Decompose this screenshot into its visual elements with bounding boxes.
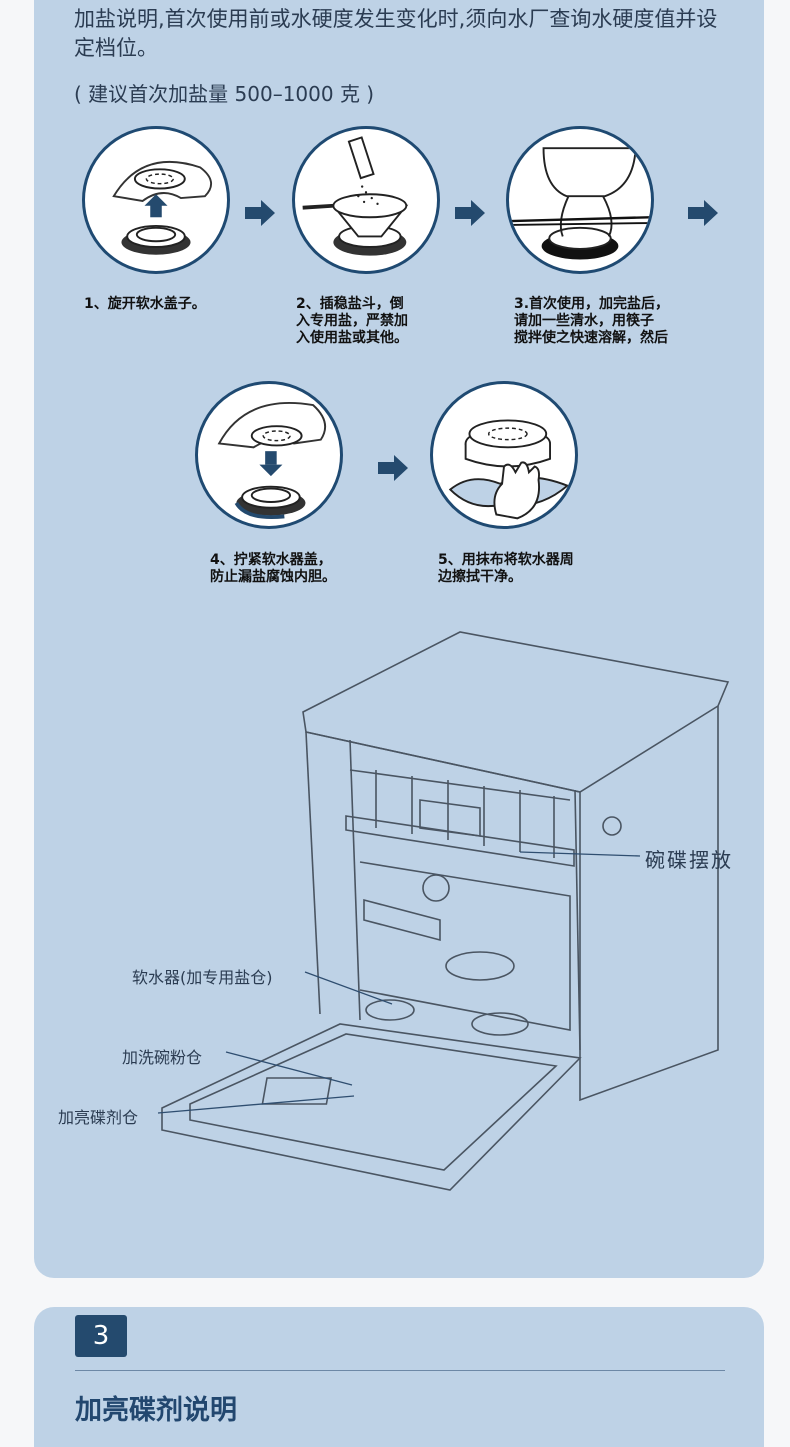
step-3-add-water-icon: [506, 126, 654, 274]
step-4-tighten-cap-icon: [195, 381, 343, 529]
arrow-right-icon: [688, 200, 718, 226]
step-5-caption: 5、用抹布将软水器周 边擦拭干净。: [438, 552, 574, 585]
callout-softener: 软水器(加专用盐仓): [132, 968, 273, 987]
section-title: 加亮碟剂说明: [75, 1395, 237, 1426]
step-2-caption: 2、插稳盐斗，倒 入专用盐，严禁加 入使用盐或其他。: [296, 296, 408, 346]
section-number-badge: 3: [75, 1315, 127, 1357]
section-divider: [75, 1370, 725, 1371]
arrow-right-icon: [455, 200, 485, 226]
arrow-right-icon: [245, 200, 275, 226]
callout-rinse: 加亮碟剂仓: [58, 1108, 139, 1127]
step-1-open-cap-icon: [82, 126, 230, 274]
step-5-wipe-icon: [430, 381, 578, 529]
callout-detergent: 加洗碗粉仓: [122, 1048, 203, 1067]
step-1-caption: 1、旋开软水盖子。: [84, 296, 206, 312]
dishwasher-diagram: [150, 630, 740, 1200]
step-4-caption: 4、拧紧软水器盖， 防止漏盐腐蚀内胆。: [210, 552, 336, 585]
arrow-right-icon: [378, 455, 408, 481]
salt-intro-text: 加盐说明,首次使用前或水硬度发生变化时,须向水厂查询水硬度值并设定档位。: [74, 7, 718, 60]
salt-amount-note: ( 建议首次加盐量 500–1000 克 ): [74, 82, 375, 106]
callout-dishes: 碗碟摆放: [645, 848, 733, 872]
step-3-caption: 3.首次使用，加完盐后， 请加一些清水，用筷子 搅拌使之快速溶解，然后: [514, 296, 670, 346]
step-2-funnel-salt-icon: [292, 126, 440, 274]
